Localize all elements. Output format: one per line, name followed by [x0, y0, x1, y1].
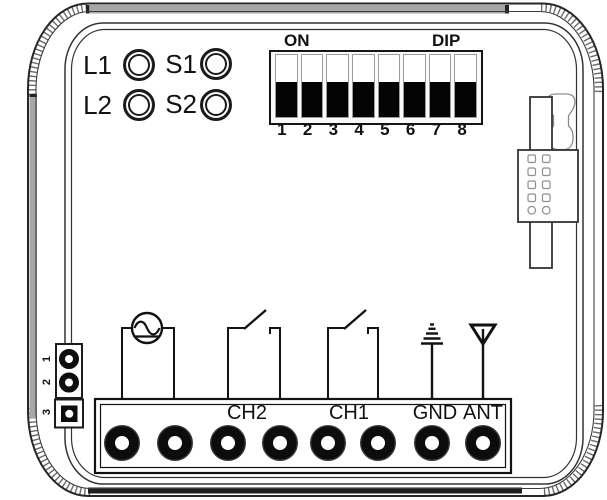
label-ch2: CH2 [226, 402, 268, 424]
label-dip: DIP [432, 31, 461, 50]
connector-pin-grid [527, 154, 551, 215]
dip-switch-4 [351, 54, 375, 118]
label-gnd: GND [412, 402, 458, 424]
dip-switch-block [269, 50, 483, 125]
label-pin-3: 3 [41, 408, 53, 416]
dip-handle-2 [301, 82, 323, 117]
dip-number-8: 8 [457, 120, 467, 139]
led-l2 [123, 89, 155, 121]
label-pin-2: 2 [41, 378, 53, 386]
led-l1 [123, 49, 155, 81]
ch2-switch-icon [227, 309, 281, 399]
pin-1-hole [59, 349, 79, 369]
dip-number-3: 3 [328, 120, 339, 139]
dip-switch-5 [377, 54, 401, 118]
dip-number-6: 6 [405, 120, 416, 139]
label-s2: S2 [165, 89, 197, 119]
screw-terminals [103, 425, 502, 462]
ch1-switch-icon [327, 309, 379, 399]
dip-switch-6 [403, 54, 426, 118]
label-on: ON [284, 31, 310, 50]
label-pin-1: 1 [41, 355, 53, 363]
dip-handle-7 [429, 82, 451, 117]
ac-load-icon [121, 311, 175, 399]
dip-number-5: 5 [380, 120, 390, 139]
pin-2-hole [59, 372, 79, 393]
left-connector [54, 343, 84, 429]
label-l1: L1 [83, 50, 112, 80]
dip-handle-1 [276, 82, 297, 117]
dip-switch-2 [300, 54, 324, 118]
dip-switch-1 [275, 54, 298, 118]
dip-switch-3 [326, 54, 349, 118]
corner-hatching [27, 3, 604, 497]
terminal-block [93, 397, 513, 475]
dip-handle-8 [455, 82, 476, 117]
edge-strips [29, 5, 522, 494]
button-s2 [200, 89, 232, 121]
label-ch1: CH1 [328, 402, 370, 424]
dip-number-1: 1 [277, 120, 287, 139]
button-s1 [200, 48, 232, 80]
ground-icon [421, 323, 443, 399]
dip-switch-7 [428, 54, 452, 118]
dip-handle-6 [404, 82, 425, 117]
dip-number-4: 4 [354, 120, 364, 139]
wiring [121, 309, 498, 399]
dip-number-2: 2 [302, 120, 313, 139]
enclosure-outline [27, 2, 604, 497]
dip-handle-4 [352, 82, 374, 117]
label-l2: L2 [83, 90, 112, 120]
dip-handle-3 [327, 82, 348, 117]
dip-number-7: 7 [431, 120, 442, 139]
right-connector [517, 93, 579, 269]
label-s1: S1 [165, 49, 197, 79]
dip-switch-8 [454, 54, 477, 118]
label-ant: ANT [463, 402, 503, 424]
dip-switch-numbers: 1 2 3 4 5 6 7 8 [269, 120, 475, 140]
antenna-icon [468, 323, 498, 399]
dip-handle-5 [378, 82, 400, 117]
